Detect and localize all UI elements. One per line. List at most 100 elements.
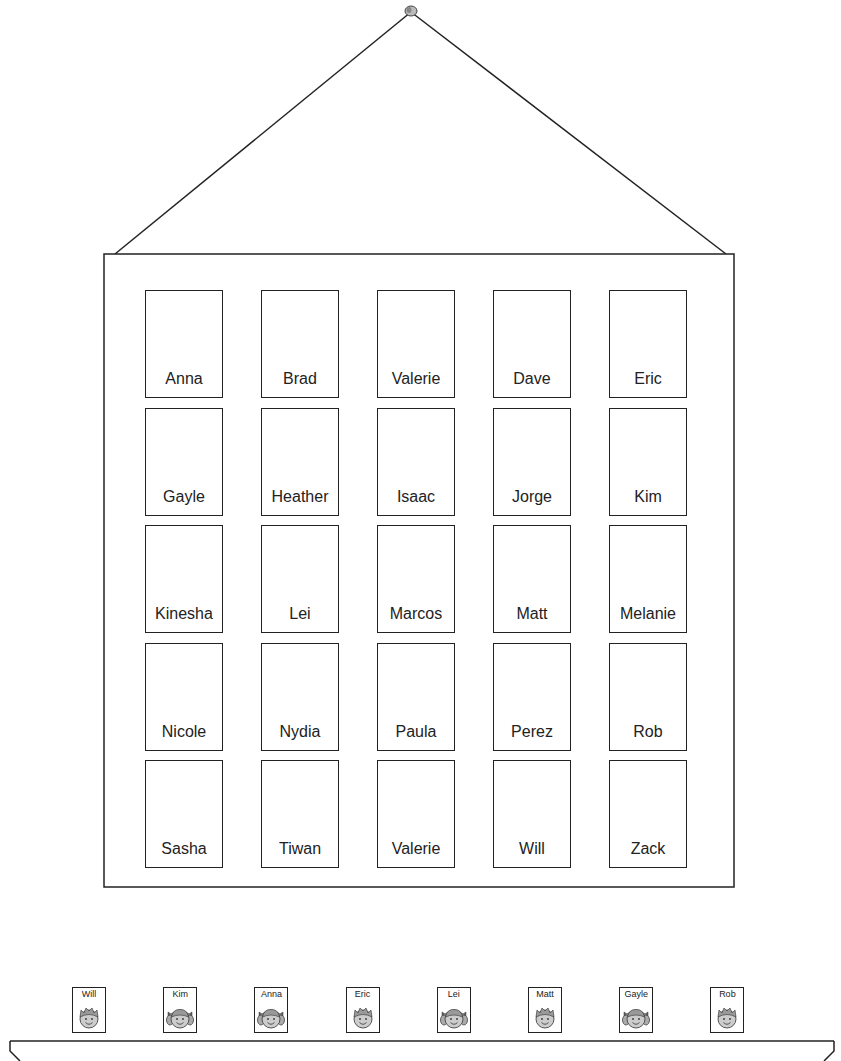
smile bbox=[359, 1023, 366, 1025]
picture-name-card: Rob bbox=[710, 987, 744, 1033]
eye bbox=[541, 1018, 543, 1020]
head bbox=[445, 1010, 463, 1028]
child-name: Marcos bbox=[390, 605, 442, 623]
hair bbox=[172, 1009, 189, 1017]
name-pocket-card: Paula bbox=[377, 643, 455, 751]
child-name: Eric bbox=[355, 990, 371, 1000]
eye bbox=[273, 1018, 275, 1020]
child-name: Sasha bbox=[161, 840, 206, 858]
eye bbox=[182, 1018, 184, 1020]
child-name: Zack bbox=[631, 840, 666, 858]
card-tray-side bbox=[824, 1041, 834, 1061]
name-pocket-card: Heather bbox=[261, 408, 339, 516]
spiky-hair bbox=[718, 1008, 736, 1017]
eye bbox=[723, 1018, 725, 1020]
name-pocket-card: Zack bbox=[609, 760, 687, 868]
eye bbox=[359, 1018, 361, 1020]
spiky-hair bbox=[536, 1008, 554, 1017]
eye bbox=[632, 1018, 634, 1020]
child-name: Jorge bbox=[512, 488, 552, 506]
eye bbox=[456, 1018, 458, 1020]
child-name: Kim bbox=[172, 990, 188, 1000]
child-name: Valerie bbox=[392, 370, 441, 388]
child-name: Melanie bbox=[620, 605, 676, 623]
child-name: Tiwan bbox=[279, 840, 321, 858]
child-name: Perez bbox=[511, 723, 553, 741]
child-name: Nydia bbox=[280, 723, 321, 741]
child-name: Isaac bbox=[397, 488, 435, 506]
picture-name-card: Matt bbox=[528, 987, 562, 1033]
picture-name-card: Will bbox=[72, 987, 106, 1033]
name-pocket-card: Kim bbox=[609, 408, 687, 516]
name-pocket-card: Lei bbox=[261, 525, 339, 633]
name-pocket-card: Isaac bbox=[377, 408, 455, 516]
spiky-hair bbox=[354, 1008, 372, 1017]
child-name: Brad bbox=[283, 370, 317, 388]
child-name: Matt bbox=[516, 605, 547, 623]
child-name: Kinesha bbox=[155, 605, 213, 623]
child-name: Rob bbox=[633, 723, 662, 741]
eye bbox=[450, 1018, 452, 1020]
smile bbox=[724, 1023, 731, 1025]
child-name: Dave bbox=[513, 370, 550, 388]
smile bbox=[268, 1023, 275, 1025]
hair bbox=[263, 1009, 280, 1017]
card-tray-edge bbox=[10, 1040, 834, 1042]
smile bbox=[542, 1023, 549, 1025]
picture-name-card: Eric bbox=[346, 987, 380, 1033]
name-pocket-card: Tiwan bbox=[261, 760, 339, 868]
name-pocket-card: Matt bbox=[493, 525, 571, 633]
picture-name-card: Kim bbox=[163, 987, 197, 1033]
child-name: Gayle bbox=[163, 488, 205, 506]
name-pocket-card: Kinesha bbox=[145, 525, 223, 633]
smile bbox=[177, 1023, 184, 1025]
picture-name-card: Anna bbox=[254, 987, 288, 1033]
name-pocket-card: Nicole bbox=[145, 643, 223, 751]
eye bbox=[91, 1018, 93, 1020]
child-name: Rob bbox=[719, 990, 736, 1000]
head bbox=[262, 1010, 280, 1028]
eye bbox=[365, 1018, 367, 1020]
card-tray-side bbox=[10, 1041, 20, 1061]
name-pocket-card: Eric bbox=[609, 290, 687, 398]
child-name: Lei bbox=[289, 605, 310, 623]
name-pocket-card: Jorge bbox=[493, 408, 571, 516]
hair bbox=[628, 1009, 645, 1017]
hanging-string bbox=[411, 12, 726, 254]
smile bbox=[633, 1023, 640, 1025]
name-pocket-card: Melanie bbox=[609, 525, 687, 633]
smile bbox=[450, 1023, 457, 1025]
child-name: Will bbox=[519, 840, 545, 858]
hair bbox=[445, 1009, 462, 1017]
push-pin bbox=[405, 6, 417, 16]
name-pocket-card: Nydia bbox=[261, 643, 339, 751]
head bbox=[627, 1010, 645, 1028]
eye bbox=[638, 1018, 640, 1020]
eye bbox=[547, 1018, 549, 1020]
child-name: Eric bbox=[634, 370, 662, 388]
picture-name-card: Gayle bbox=[619, 987, 653, 1033]
name-pocket-card: Sasha bbox=[145, 760, 223, 868]
smile bbox=[86, 1023, 93, 1025]
eye bbox=[85, 1018, 87, 1020]
push-pin-head bbox=[407, 7, 412, 13]
child-name: Matt bbox=[536, 990, 554, 1000]
name-pocket-card: Will bbox=[493, 760, 571, 868]
eye bbox=[176, 1018, 178, 1020]
child-name: Valerie bbox=[392, 840, 441, 858]
head bbox=[171, 1010, 189, 1028]
name-pocket-card: Anna bbox=[145, 290, 223, 398]
child-name: Kim bbox=[634, 488, 662, 506]
name-pocket-card: Rob bbox=[609, 643, 687, 751]
name-pocket-card: Valerie bbox=[377, 760, 455, 868]
name-pocket-card: Perez bbox=[493, 643, 571, 751]
child-name: Anna bbox=[165, 370, 202, 388]
child-name: Nicole bbox=[162, 723, 206, 741]
eye bbox=[729, 1018, 731, 1020]
eye bbox=[267, 1018, 269, 1020]
child-name: Gayle bbox=[624, 990, 648, 1000]
name-pocket-card: Dave bbox=[493, 290, 571, 398]
child-name: Paula bbox=[396, 723, 437, 741]
spiky-hair bbox=[80, 1008, 98, 1017]
